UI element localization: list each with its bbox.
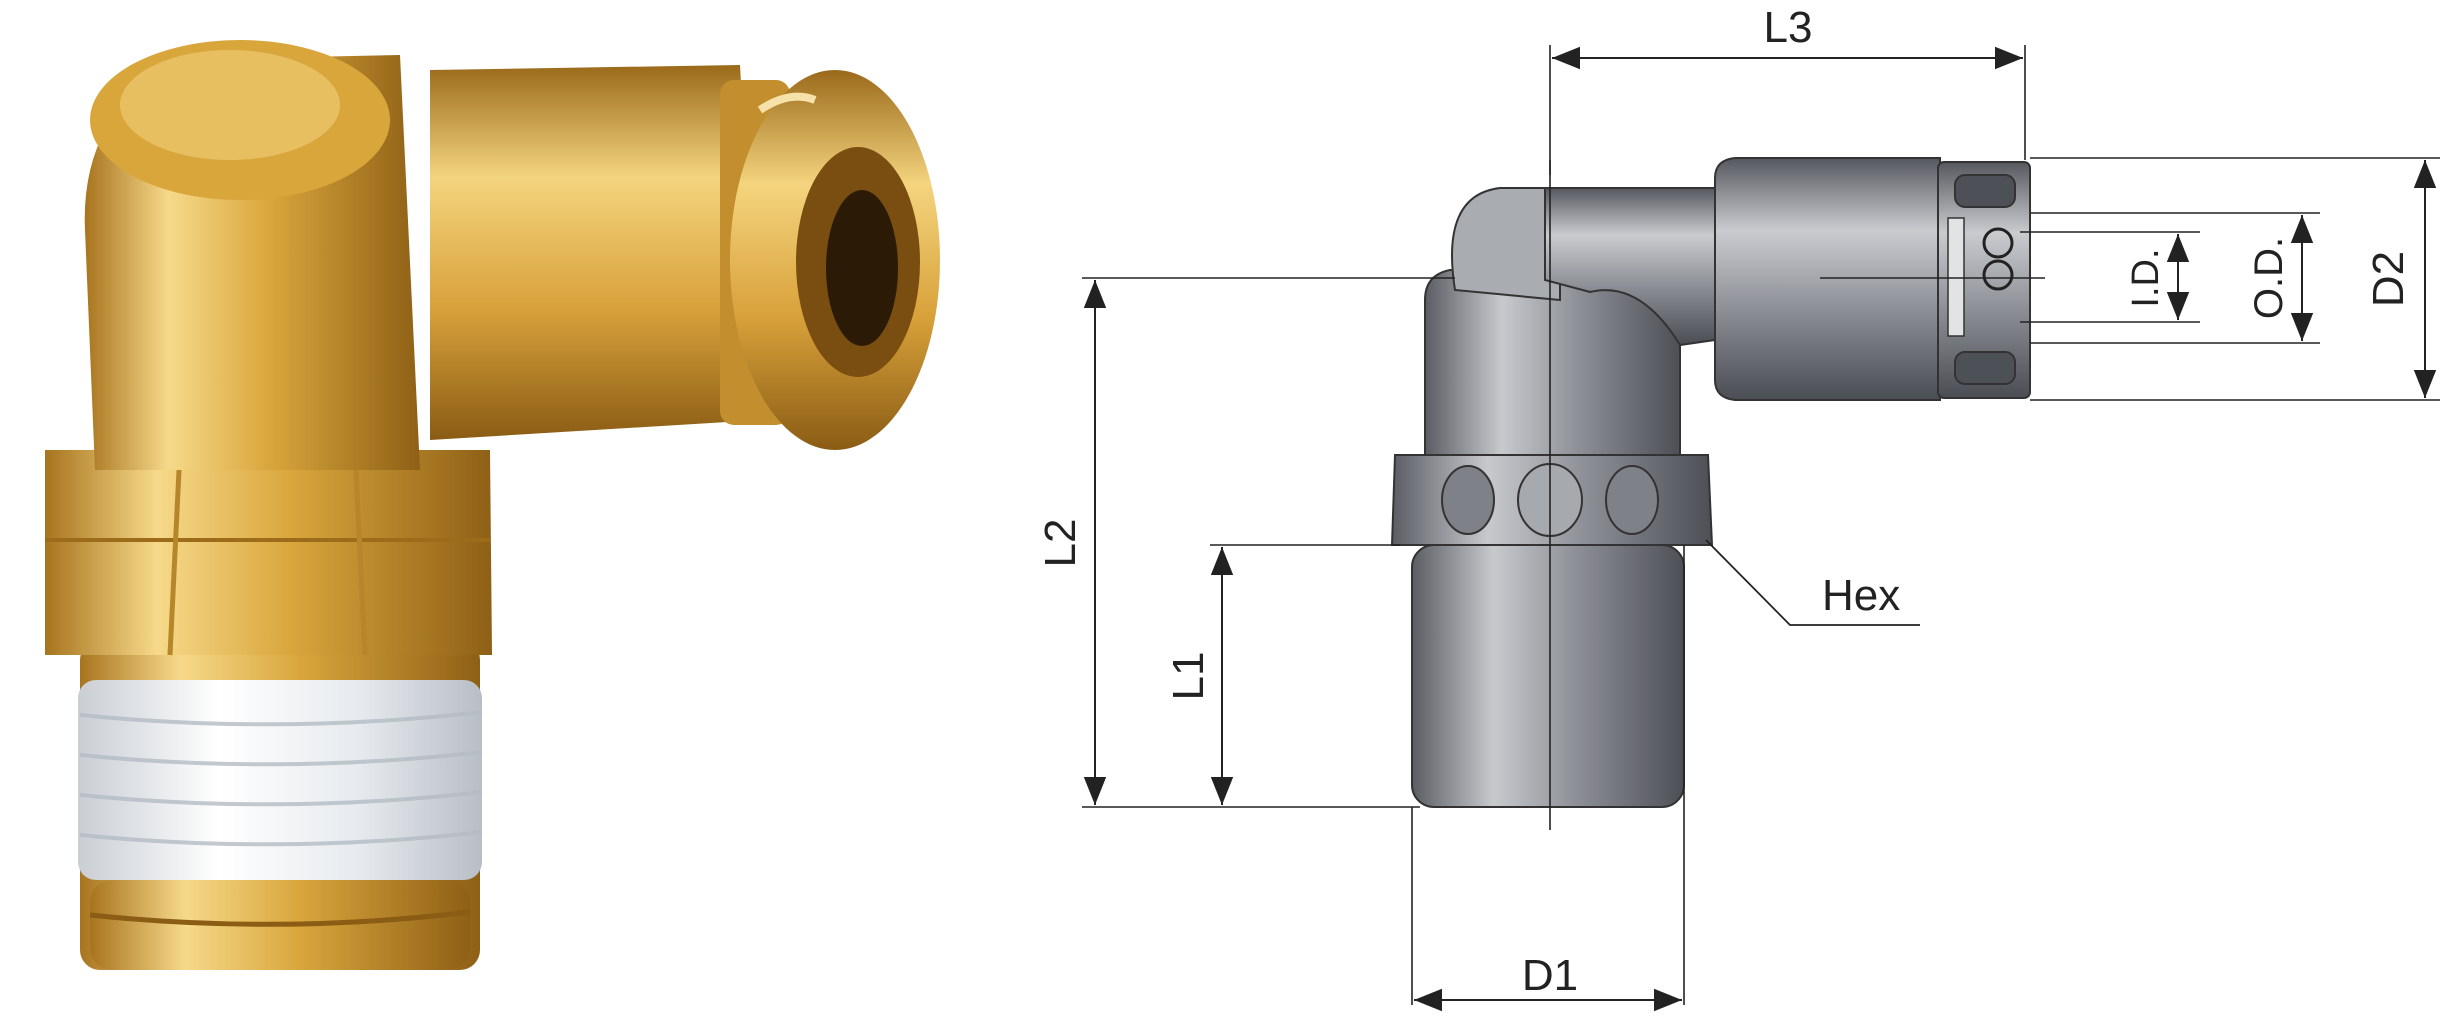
dim-label-l3: L3 (1764, 3, 1813, 52)
technical-drawing: L3 L2 L1 D1 D2 O.D. I.D. Hex (1036, 3, 2440, 1012)
thread-body (1411, 544, 1685, 808)
dim-label-d1: D1 (1522, 951, 1578, 1000)
thread-tape (78, 680, 482, 880)
dim-label-d2: D2 (2364, 251, 2413, 307)
hex-label: Hex (1822, 571, 1900, 620)
dim-label-l2: L2 (1036, 519, 1085, 568)
brass-fitting-photo (45, 40, 940, 970)
dim-label-l1: L1 (1164, 652, 1213, 701)
hex-nut (45, 450, 492, 655)
dim-label-id: I.D. (2125, 248, 2167, 307)
dim-label-od: O.D. (2247, 237, 2291, 319)
